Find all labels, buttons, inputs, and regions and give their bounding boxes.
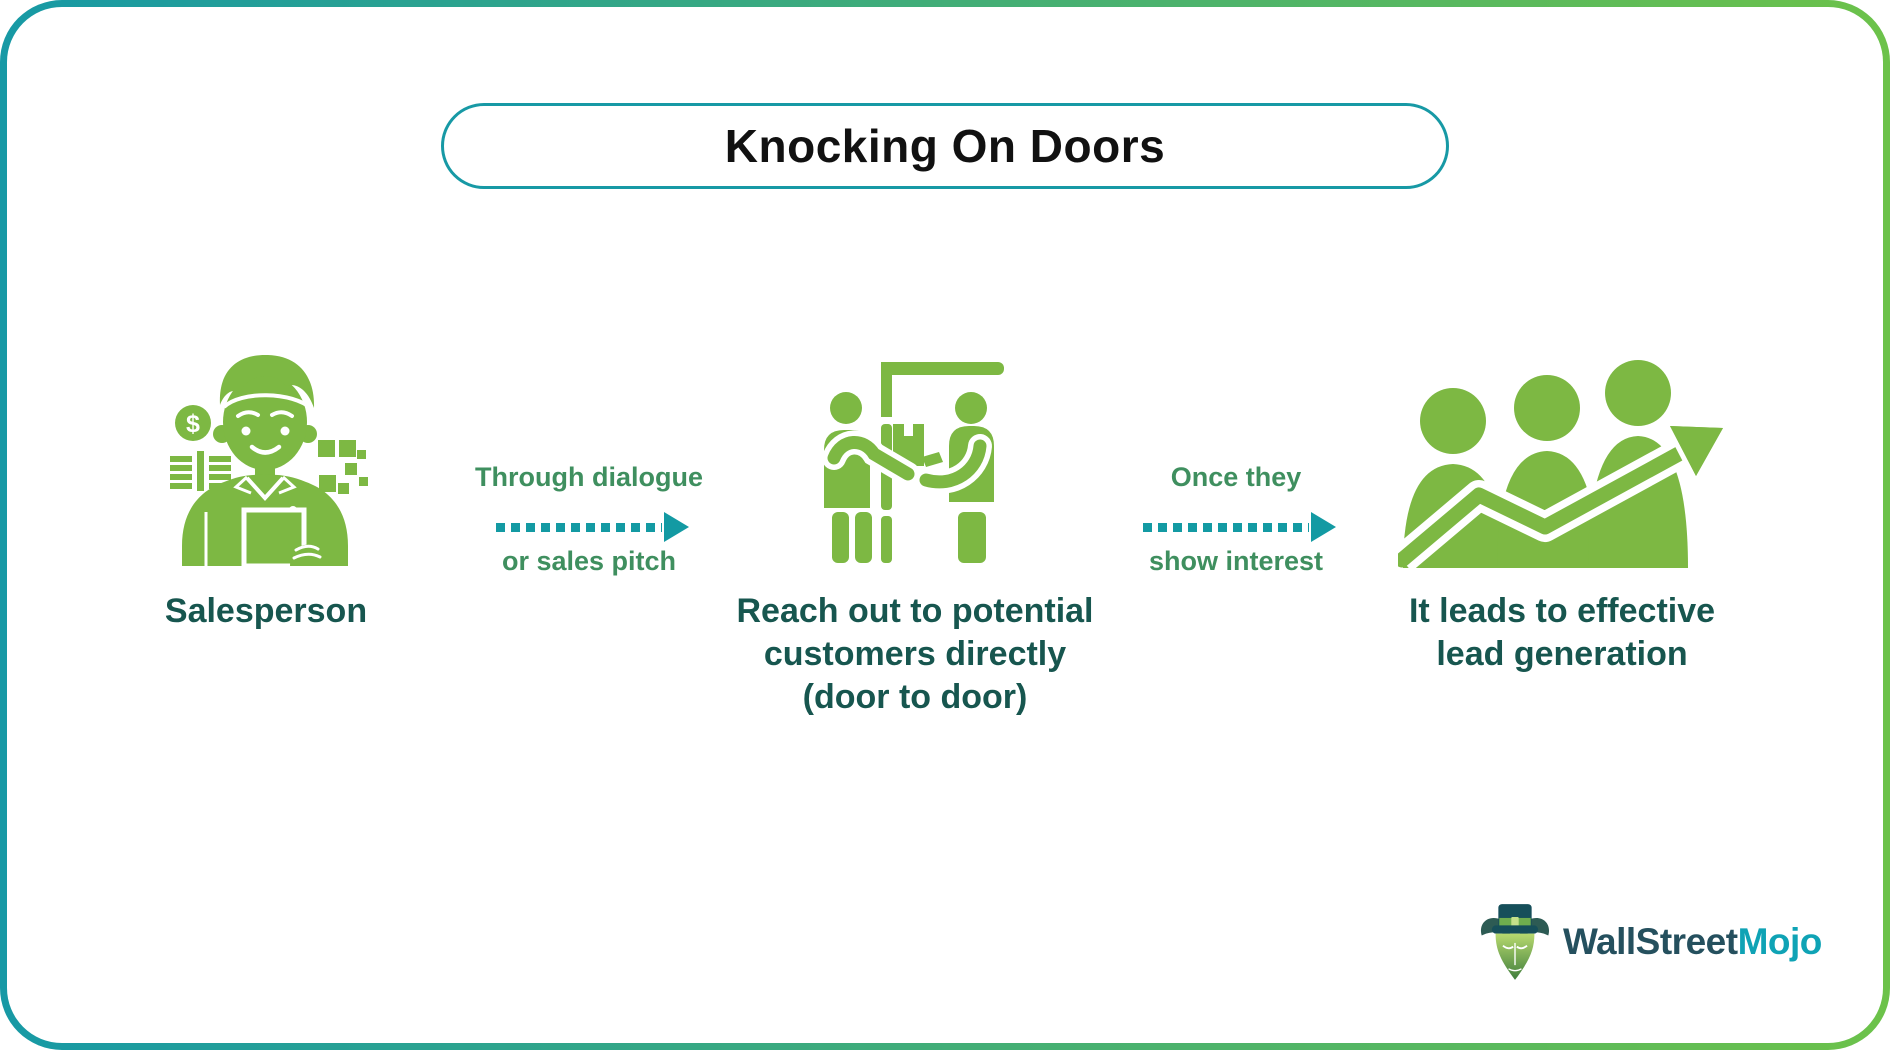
dotted-arrow-line [1143, 523, 1309, 532]
dotted-arrow-line [496, 523, 662, 532]
title-box: Knocking On Doors [441, 103, 1449, 189]
connector-1: Through dialogue or sales pitch [455, 462, 723, 588]
logo-text-accent: Mojo [1737, 921, 1823, 962]
page-title: Knocking On Doors [724, 120, 1166, 172]
arrowhead-right-icon [664, 512, 689, 542]
bull-with-top-hat-icon [1480, 904, 1550, 980]
caption-line: (door to door) [802, 678, 1028, 716]
wallstreetmojo-logo: WallStreetMojo [1478, 898, 1822, 986]
arrowhead-right-icon [1311, 512, 1336, 542]
connector-label-bottom: show interest [1148, 546, 1324, 576]
lead-growth-people-arrow-icon [1398, 360, 1728, 572]
caption-line: lead generation [1436, 635, 1688, 673]
connector-label-bottom: or sales pitch [501, 546, 677, 576]
caption-line: Salesperson [164, 592, 368, 630]
svg-text:$: $ [186, 410, 200, 438]
salesperson-icon: $ [170, 354, 368, 566]
connector-label-top: Once they [1170, 462, 1302, 492]
door-to-door-handover-icon [822, 362, 1004, 563]
logo-text-primary: WallStreet [1563, 921, 1738, 962]
step-caption-door-to-door: Reach out to potential customers directl… [700, 590, 1130, 719]
logo-wordmark: WallStreetMojo [1563, 921, 1822, 963]
caption-line: customers directly [763, 635, 1067, 673]
step-caption-lead-generation: It leads to effective lead generation [1377, 590, 1747, 676]
caption-line: Reach out to potential [736, 592, 1094, 630]
step-caption-salesperson: Salesperson [96, 590, 436, 633]
connector-2: Once they show interest [1102, 462, 1370, 588]
caption-line: It leads to effective [1408, 592, 1716, 630]
connector-label-top: Through dialogue [475, 462, 703, 492]
